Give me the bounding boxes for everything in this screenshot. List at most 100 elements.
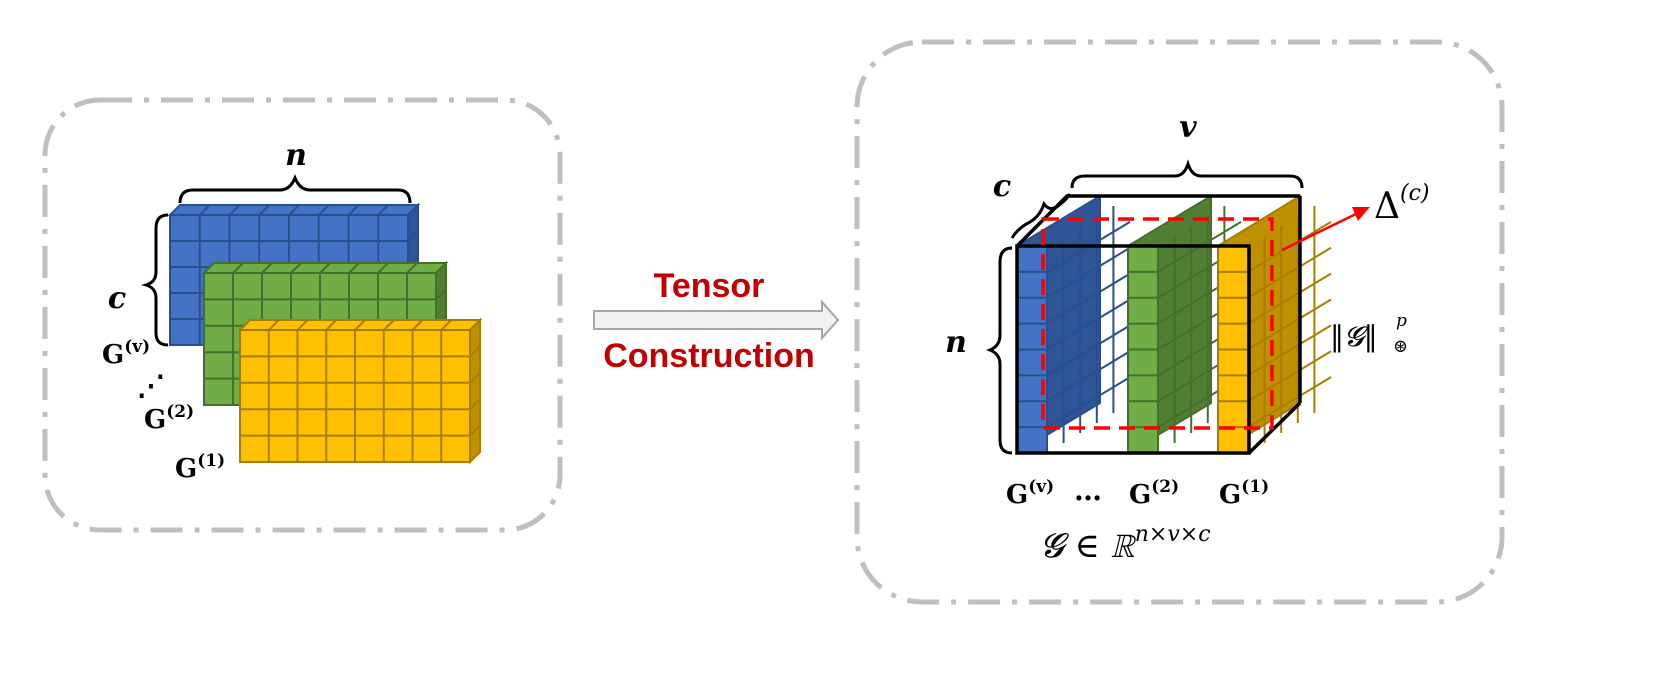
grid-line (258, 204, 270, 216)
tensor-def-text: 𝓖 ∈ ℝ (1040, 526, 1137, 566)
grid-line (319, 262, 331, 274)
grid-line (411, 319, 424, 331)
right-gv-base: G (1006, 480, 1028, 510)
grid-line (1046, 246, 1131, 299)
grid-line (325, 319, 337, 331)
right-label-gv: G(v) (1006, 477, 1054, 510)
svg-text:G(2): G(2) (144, 402, 194, 435)
norm-sup: p (1396, 311, 1407, 331)
right-g1-base: G (1219, 480, 1241, 510)
right-g2-sup: (2) (1151, 477, 1179, 497)
grid-line (1046, 272, 1131, 325)
delta-base: Δ (1374, 186, 1400, 227)
grid-line (347, 204, 360, 216)
right-v-brace (1070, 159, 1304, 189)
left-panel-frame (42, 97, 563, 533)
left-g2-sup: (2) (166, 402, 194, 422)
grid-line (469, 372, 481, 384)
grid-line (406, 262, 418, 274)
norm-label: ‖𝓖‖ p ⊛ (1330, 311, 1408, 357)
grid-line (296, 319, 309, 331)
svg-text:𝓖 ∈ ℝn×v×c: 𝓖 ∈ ℝn×v×c (1040, 522, 1211, 566)
right-n-brace (985, 246, 1013, 455)
slice-green (1127, 194, 1242, 455)
left-label-c: c (108, 281, 126, 316)
grid-line (1247, 350, 1332, 403)
grid-line (268, 319, 280, 331)
grid-line (1247, 376, 1332, 428)
left-label-g2: G(2) (144, 402, 194, 435)
svg-text:G(1): G(1) (175, 451, 225, 484)
left-g2-base: G (144, 405, 166, 435)
left-label-gv: G(v) (102, 337, 150, 370)
grid-line (290, 262, 302, 274)
right-g1-sup: (1) (1241, 477, 1269, 497)
right-panel-frame (854, 39, 1505, 605)
left-n-brace (178, 174, 412, 204)
svg-text:‖𝓖‖: ‖𝓖‖ (1330, 320, 1378, 353)
grid-line (288, 204, 300, 216)
left-dots: ⋰ (137, 369, 165, 402)
right-g2-base: G (1129, 480, 1151, 510)
arrow-caption-line2: Construction (603, 337, 815, 375)
left-label-n: n (285, 138, 307, 173)
grid-line (199, 204, 211, 216)
grid-line (383, 319, 395, 331)
delta-sup: (c) (1400, 181, 1430, 206)
left-gv-sup: (v) (124, 337, 150, 357)
grid-line (1247, 324, 1332, 377)
left-c-brace (140, 213, 169, 347)
right-label-g2: G(2) (1129, 477, 1179, 510)
right-label-v: v (1179, 110, 1197, 145)
svg-text:G(v): G(v) (102, 337, 150, 370)
right-label-c: c (993, 169, 1011, 204)
grid-line (318, 204, 330, 216)
grid-line (440, 319, 452, 331)
norm-text: ‖𝓖‖ (1330, 320, 1378, 353)
tensor-definition: 𝓖 ∈ ℝn×v×c (1040, 522, 1211, 566)
grid-line (435, 288, 447, 301)
left-gv-base: G (102, 340, 124, 370)
slice-yellow (1217, 194, 1332, 455)
arrow-caption-line1: Tensor (654, 267, 765, 305)
grid-line (228, 204, 241, 216)
left-g1-base: G (175, 454, 197, 484)
grid-line (354, 319, 366, 331)
tensor-def-dims: n×v×c (1135, 522, 1211, 547)
right-label-n: n (945, 325, 967, 360)
grid-line (1247, 272, 1332, 325)
right-ellipsis: … (1074, 474, 1102, 507)
grid-line (469, 424, 481, 437)
tensor-cube (1015, 194, 1332, 455)
grid-line (348, 262, 360, 274)
grid-line (377, 262, 389, 274)
construction-arrow (593, 299, 840, 341)
svg-text:Δ(c): Δ(c) (1374, 181, 1430, 227)
grid-line (261, 262, 273, 274)
grid-line (1247, 298, 1332, 351)
grid-line (1046, 298, 1131, 351)
grid-line (1046, 376, 1131, 428)
slice-blue (1016, 194, 1131, 455)
delta-pointer-arrow (1281, 211, 1359, 252)
right-label-g1: G(1) (1219, 477, 1269, 510)
norm-sub: ⊛ (1393, 336, 1408, 357)
left-label-g1: G(1) (175, 451, 225, 484)
svg-text:G(1): G(1) (1219, 477, 1269, 510)
grid-line (1247, 246, 1332, 299)
left-yellow-matrix (237, 317, 483, 465)
grid-line (469, 398, 481, 410)
left-g1-sup: (1) (197, 451, 225, 471)
delta-label: Δ(c) (1374, 181, 1430, 227)
grid-line (1046, 324, 1131, 377)
grid-line (469, 345, 481, 358)
grid-line (407, 230, 419, 242)
svg-text:G(2): G(2) (1129, 477, 1179, 510)
grid-line (232, 262, 244, 274)
grid-line (377, 204, 389, 216)
delta-arrow-head (1352, 207, 1370, 221)
grid-line (1046, 350, 1131, 403)
slice-highlight (1041, 217, 1274, 430)
right-gv-sup: (v) (1028, 477, 1054, 497)
